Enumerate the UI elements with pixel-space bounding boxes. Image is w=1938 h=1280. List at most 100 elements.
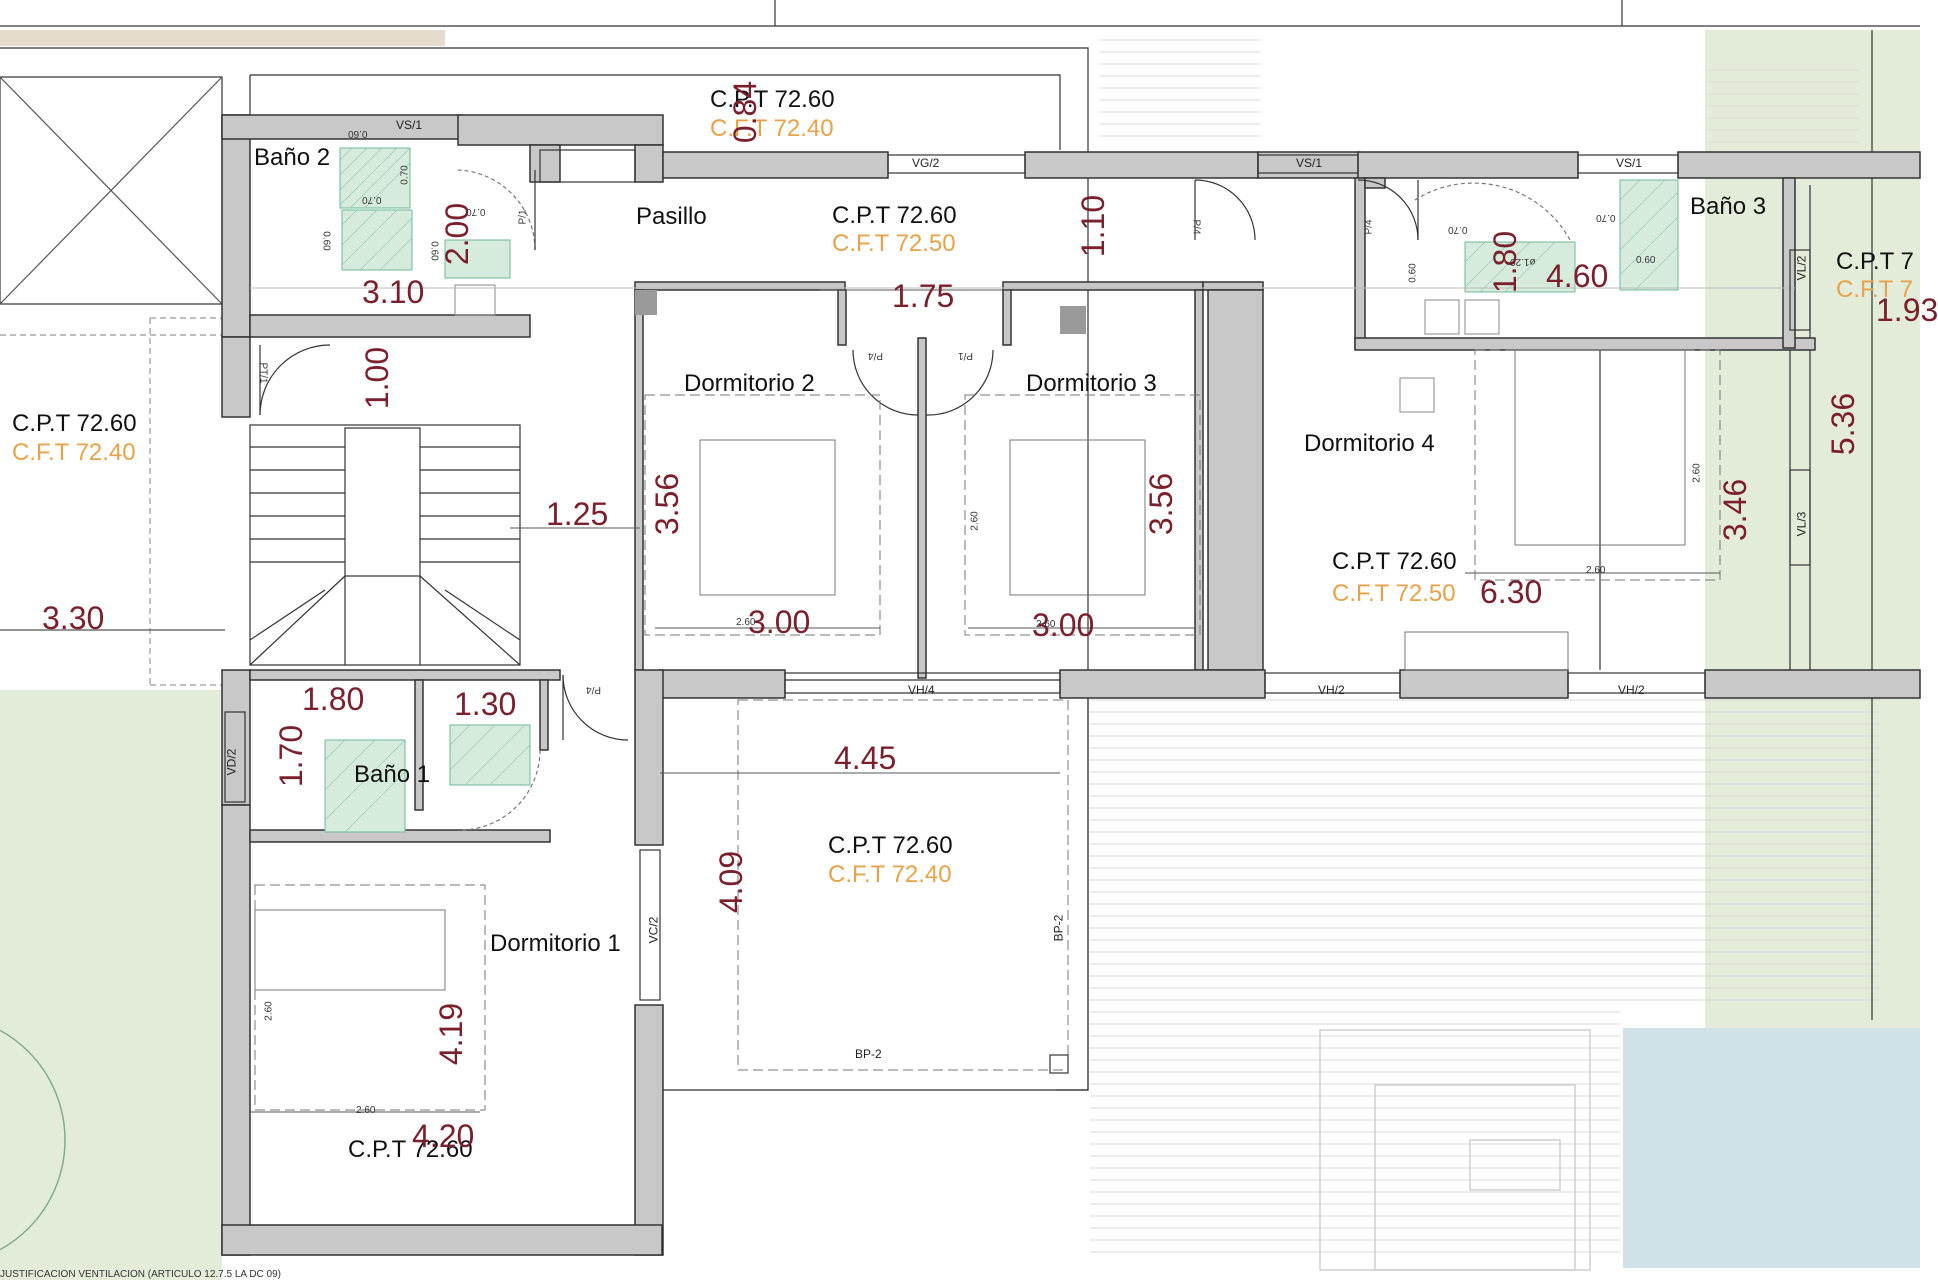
fixture-dimension: 2.60	[1036, 619, 1056, 630]
dimension-label: 1.70	[273, 724, 310, 788]
dimension-label: 0.84	[727, 80, 764, 144]
dimension-label: 3.10	[362, 274, 425, 310]
level-cft-dormitorio-4: C.F.T 72.50	[1332, 580, 1456, 607]
top-strip	[0, 30, 445, 46]
terrace-steps	[1319, 1029, 1591, 1271]
stairs	[249, 424, 521, 666]
exterior-zones	[0, 30, 1920, 1280]
level-cft-right: C.F.T 7	[1836, 276, 1913, 303]
opening-label: VC/2	[646, 916, 661, 944]
level-cpt-terrace: C.P.T 72.60	[828, 832, 953, 859]
opening-label: VD/2	[224, 748, 239, 776]
opening-label: VH/2	[1318, 683, 1345, 697]
windows	[224, 149, 1811, 1074]
dimension-label: 1.25	[546, 496, 609, 532]
dimension-label: 3.46	[1717, 478, 1754, 542]
fixture-dimension: 2.60	[969, 511, 981, 531]
wall-dark-accents	[635, 290, 1086, 334]
door-label: P/4	[868, 350, 884, 361]
room-label-dormitorio-2: Dormitorio 2	[684, 370, 815, 397]
fixture-dimension: 0.60	[348, 128, 368, 139]
level-cpt-right: C.P.T 7	[1836, 248, 1914, 275]
room-label-bano-3: Baño 3	[1690, 193, 1767, 220]
pool	[1623, 1028, 1920, 1268]
opening-label: VH/4	[908, 683, 935, 697]
beds	[254, 349, 1721, 1111]
level-cft-pasillo: C.F.T 72.50	[832, 230, 956, 257]
fixture-dimension: 2.60	[356, 1105, 376, 1116]
door-label: PT/1	[257, 362, 269, 384]
level-cpt-top: C.P.T 72.60	[710, 86, 835, 113]
outlines	[0, 0, 1920, 1091]
fixture-dimension: 0.60	[1407, 263, 1419, 283]
room-label-pasillo: Pasillo	[636, 203, 707, 230]
fixture-dimension: 0.70	[466, 206, 486, 217]
level-cft-terrace: C.F.T 72.40	[828, 861, 952, 888]
fixture-dimension: 2.60	[263, 1001, 275, 1021]
fixture-dimension: 0.70	[1596, 212, 1616, 223]
door-label: P/4	[1190, 219, 1202, 235]
fixture-hatch	[324, 147, 1679, 833]
opening-label: VS/1	[1616, 156, 1643, 170]
dimension-label: 4.45	[834, 740, 897, 776]
fixture-dimension: 0.60	[320, 231, 332, 251]
dimension-lines	[250, 287, 1795, 1113]
garden-left	[0, 690, 222, 1280]
terrace-decking	[1090, 39, 1880, 1253]
garden-arc	[0, 1029, 66, 1251]
level-cpt-pasillo: C.P.T 72.60	[832, 202, 957, 229]
dimension-label: 1.93	[1876, 292, 1938, 328]
dimension-label: 5.36	[1825, 392, 1862, 456]
fixture-dimension: 2.60	[1691, 463, 1703, 483]
level-cft-top: C.F.T 72.40	[710, 115, 834, 142]
dimension-label: 3.30	[42, 600, 105, 636]
room-label-dormitorio-4: Dormitorio 4	[1304, 430, 1435, 457]
door-label: P/1	[958, 350, 974, 361]
fixture-dimension: ø1.20	[1510, 256, 1536, 267]
fixture-dimension: 0.70	[362, 194, 382, 205]
fixture-outlines	[454, 284, 1500, 413]
fixture-dimension: 0.60	[428, 241, 440, 261]
opening-label: VS/1	[396, 118, 423, 132]
door-label: P/4	[1363, 219, 1375, 235]
fixture-dimension: 2.60	[1586, 565, 1606, 576]
door-label: P/4	[586, 684, 602, 695]
fixture-dimension: 2.60	[736, 617, 756, 628]
door-label: P/1	[517, 209, 529, 225]
level-cft-left: C.F.T 72.40	[12, 439, 136, 466]
opening-label: VL/3	[1794, 511, 1809, 537]
dimension-label: 4.09	[713, 850, 750, 914]
dimension-label: 3.00	[748, 604, 811, 640]
fixture-dimension: 0.70	[1448, 224, 1468, 235]
room-label-bano-1: Baño 1	[354, 761, 431, 788]
fixture-dimension: 0.60	[1636, 255, 1656, 266]
level-cpt-dormitorio-4: C.P.T 72.60	[1332, 548, 1457, 575]
footer-note: JUSTIFICACION VENTILACION (ARTICULO 12.7…	[0, 1269, 281, 1280]
dimension-label: 3.56	[1143, 472, 1180, 536]
dimension-label: 1.80	[302, 681, 365, 717]
level-cpt-left: C.P.T 72.60	[12, 410, 137, 437]
dimension-label: 1.10	[1075, 194, 1112, 258]
fixture-dimension: 0.70	[399, 165, 411, 185]
room-label-dormitorio-3: Dormitorio 3	[1026, 370, 1157, 397]
dimension-label: 3.56	[649, 472, 686, 536]
room-label-bano-2: Baño 2	[254, 144, 331, 171]
opening-label: BP-2	[855, 1047, 882, 1061]
dimension-label: 1.00	[359, 346, 396, 410]
dimension-label: 6.30	[1480, 574, 1543, 610]
dimension-label: 4.20	[412, 1118, 475, 1154]
dimension-label: 4.19	[433, 1002, 470, 1066]
opening-label: VS/1	[1296, 156, 1323, 170]
dimension-label: 1.75	[892, 278, 955, 314]
dimension-label: 1.30	[454, 686, 517, 722]
opening-label: VG/2	[912, 156, 940, 170]
dimension-label: 4.60	[1546, 258, 1609, 294]
dimension-label: 3.00	[1032, 607, 1095, 643]
opening-label: VL/2	[1794, 255, 1809, 281]
level-cpt-dormitorio-1: C.P.T 72.60	[348, 1136, 473, 1163]
room-label-dormitorio-1: Dormitorio 1	[490, 930, 621, 957]
opening-label: BP-2	[1051, 914, 1066, 942]
opening-label: VH/2	[1618, 683, 1645, 697]
garden-top-right	[1705, 30, 1920, 1030]
